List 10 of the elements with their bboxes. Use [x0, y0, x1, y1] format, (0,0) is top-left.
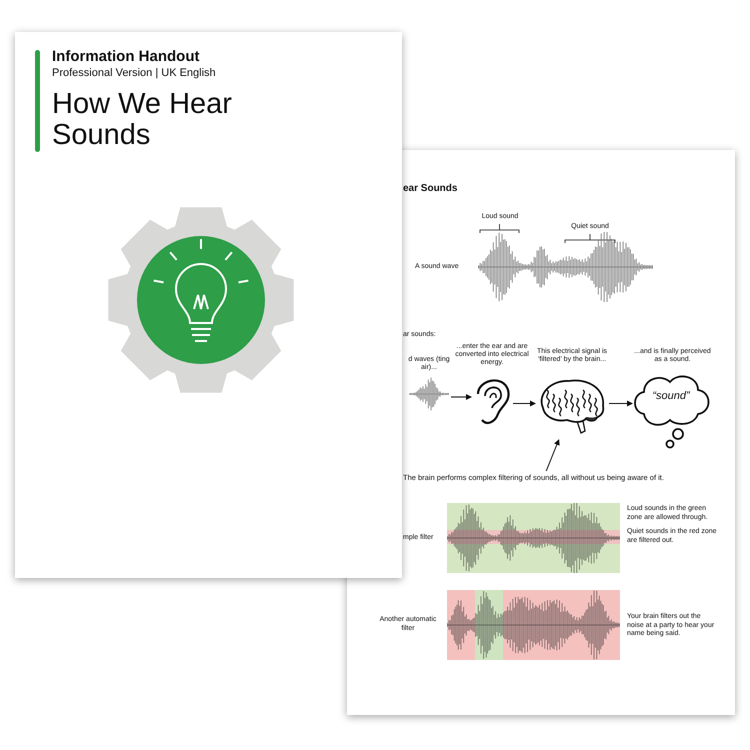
arrow [450, 394, 472, 400]
cover-title: How We Hear Sounds [52, 89, 233, 151]
handout-type: Information Handout [52, 48, 200, 65]
subtitle: Professional Version | UK English [52, 67, 216, 79]
thought-text: “sound” [651, 390, 691, 402]
arrow [546, 439, 560, 472]
section-heading: ear Sounds [403, 183, 458, 194]
arrow [512, 400, 536, 406]
cover-page [15, 32, 402, 578]
arrow [608, 400, 633, 406]
